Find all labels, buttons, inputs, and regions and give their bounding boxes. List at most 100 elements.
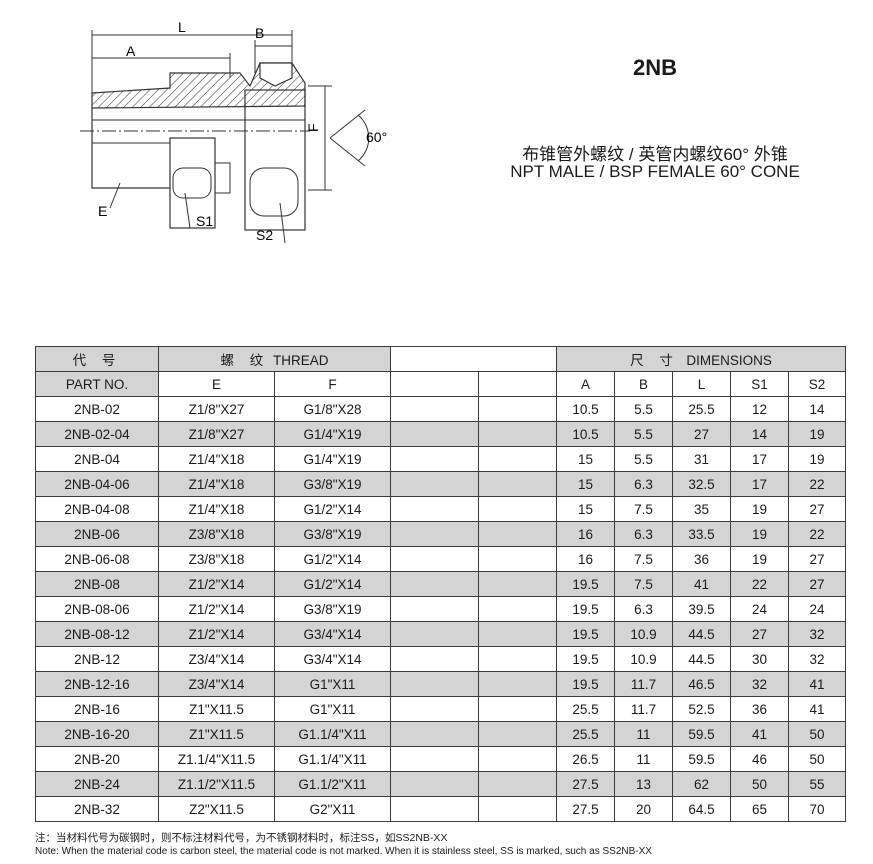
cell-thread-f: G1/4"X19 (274, 421, 391, 447)
cell-dim-a: 19.5 (556, 671, 615, 697)
cell-dim-s1: 27 (730, 621, 789, 647)
cell-dim-a: 26.5 (556, 746, 615, 772)
cell-thread-f: G1/4"X19 (274, 446, 391, 472)
cell-dim-s1: 19 (730, 546, 789, 572)
cell-dim-a: 15 (556, 496, 615, 522)
cell-blank-1 (390, 646, 479, 672)
cell-dim-b: 7.5 (614, 496, 673, 522)
cell-part-no: 2NB-06 (35, 521, 159, 547)
cell-dim-s1: 17 (730, 446, 789, 472)
cell-thread-e: Z3/4"X14 (158, 671, 275, 697)
subheader-blank-2 (478, 371, 557, 397)
cell-dim-s2: 27 (788, 571, 846, 597)
cell-blank-2 (478, 421, 557, 447)
subheader-e: E (158, 371, 275, 397)
cell-dim-b: 10.9 (614, 621, 673, 647)
header-dimensions: 尺 寸 DIMENSIONS (556, 346, 846, 372)
header-part-no: PART NO. (35, 371, 159, 397)
cell-blank-1 (390, 621, 479, 647)
cell-dim-a: 10.5 (556, 421, 615, 447)
cell-dim-l: 64.5 (672, 796, 731, 822)
cell-blank-1 (390, 446, 479, 472)
cell-dim-s2: 50 (788, 721, 846, 747)
cell-blank-2 (478, 646, 557, 672)
cell-blank-1 (390, 521, 479, 547)
cell-blank-1 (390, 696, 479, 722)
cell-dim-s2: 22 (788, 521, 846, 547)
cell-blank-2 (478, 446, 557, 472)
cell-dim-s1: 22 (730, 571, 789, 597)
cell-dim-s1: 41 (730, 721, 789, 747)
header-thread: 螺 纹 THREAD (158, 346, 391, 372)
cell-part-no: 2NB-16 (35, 696, 159, 722)
cell-dim-b: 7.5 (614, 546, 673, 572)
subheader-blank-1 (390, 371, 479, 397)
cell-thread-f: G3/4"X14 (274, 646, 391, 672)
dim-label-s1: S1 (196, 213, 213, 229)
cell-blank-1 (390, 746, 479, 772)
cell-thread-f: G1/2"X14 (274, 571, 391, 597)
cell-dim-s1: 24 (730, 596, 789, 622)
cell-blank-2 (478, 696, 557, 722)
cell-thread-f: G1.1/4"X11 (274, 746, 391, 772)
description-en: NPT MALE / BSP FEMALE 60° CONE (510, 162, 800, 181)
cell-blank-2 (478, 521, 557, 547)
cell-part-no: 2NB-04 (35, 446, 159, 472)
subheader-f: F (274, 371, 391, 397)
cell-blank-2 (478, 471, 557, 497)
cell-thread-f: G3/8"X19 (274, 471, 391, 497)
cell-dim-s1: 32 (730, 671, 789, 697)
cell-dim-a: 27.5 (556, 796, 615, 822)
cell-blank-1 (390, 471, 479, 497)
cell-thread-e: Z1.1/2"X11.5 (158, 771, 275, 797)
cell-thread-f: G2"X11 (274, 796, 391, 822)
dim-label-angle: 60° (366, 129, 387, 145)
cell-blank-2 (478, 571, 557, 597)
cell-blank-1 (390, 396, 479, 422)
cell-thread-e: Z3/4"X14 (158, 646, 275, 672)
cell-dim-a: 19.5 (556, 571, 615, 597)
cell-blank-2 (478, 746, 557, 772)
cell-dim-s2: 32 (788, 621, 846, 647)
cell-dim-l: 27 (672, 421, 731, 447)
cell-dim-a: 15 (556, 471, 615, 497)
cell-blank-1 (390, 571, 479, 597)
cell-thread-f: G1"X11 (274, 671, 391, 697)
cell-dim-s1: 50 (730, 771, 789, 797)
spec-table: 代 号 螺 纹 THREAD 尺 寸 DIMENSIONS PART NO. E… (35, 346, 846, 822)
cell-part-no: 2NB-20 (35, 746, 159, 772)
cell-dim-s2: 27 (788, 496, 846, 522)
cell-dim-s1: 19 (730, 496, 789, 522)
cell-blank-1 (390, 596, 479, 622)
cell-part-no: 2NB-12 (35, 646, 159, 672)
cell-dim-s2: 41 (788, 671, 846, 697)
cell-blank-2 (478, 596, 557, 622)
cell-dim-l: 44.5 (672, 621, 731, 647)
cell-dim-b: 11 (614, 746, 673, 772)
dim-label-a: A (126, 43, 136, 59)
cell-dim-b: 5.5 (614, 446, 673, 472)
cell-blank-1 (390, 496, 479, 522)
cell-dim-b: 10.9 (614, 646, 673, 672)
cell-dim-s2: 55 (788, 771, 846, 797)
dim-label-s2: S2 (256, 227, 273, 243)
product-code-title: 2NB (632, 55, 677, 80)
cell-blank-2 (478, 671, 557, 697)
cell-thread-e: Z1/4"X18 (158, 446, 275, 472)
cell-dim-s2: 27 (788, 546, 846, 572)
cell-dim-l: 46.5 (672, 671, 731, 697)
cell-blank-2 (478, 796, 557, 822)
cell-thread-e: Z1/8"X27 (158, 396, 275, 422)
cell-dim-s1: 30 (730, 646, 789, 672)
dim-label-l: L (178, 19, 186, 35)
note-en: Note: When the material code is carbon s… (35, 846, 652, 857)
cell-dim-l: 41 (672, 571, 731, 597)
cell-dim-l: 32.5 (672, 471, 731, 497)
